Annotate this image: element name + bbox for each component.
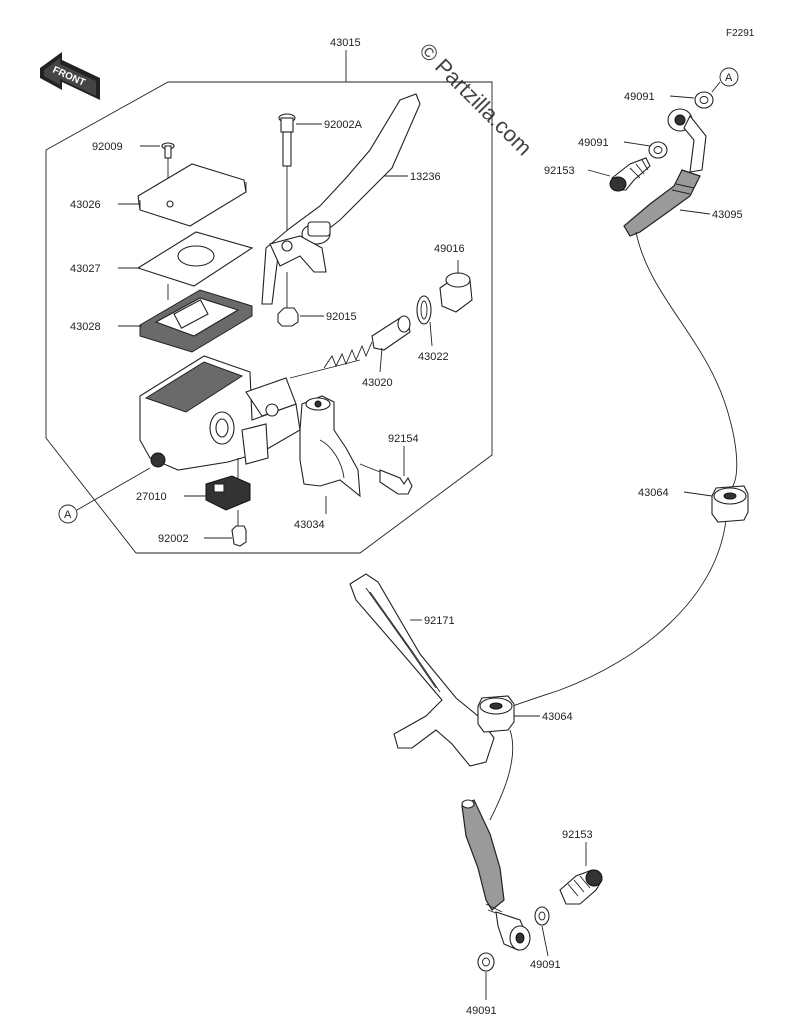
part-number-text: 43034: [294, 519, 325, 531]
diaphragm-43028: [139, 289, 253, 353]
part-number-text: 92153: [562, 829, 593, 841]
label-43022[interactable]: 43022: [418, 351, 449, 363]
part-number-text: 49016: [434, 243, 465, 255]
label-49091-lower-2[interactable]: 49091: [466, 1005, 497, 1017]
reference-marker-left: A: [58, 467, 151, 524]
part-number-text: 92009: [92, 141, 123, 153]
label-92009[interactable]: 92009: [92, 141, 160, 153]
part-number-text: 92002: [158, 533, 189, 545]
label-43015[interactable]: 43015: [330, 37, 361, 49]
lower-banjo-bolt-92153: [559, 842, 603, 905]
part-number-text: 43027: [70, 263, 101, 275]
lower-washer-49091-c: [534, 906, 550, 957]
part-number-text: 43022: [418, 351, 449, 363]
label-13236[interactable]: 13236: [384, 171, 441, 183]
part-number-text: 92002A: [324, 119, 363, 131]
reference-marker-left-text: A: [64, 509, 72, 521]
label-43095[interactable]: 43095: [712, 209, 743, 221]
master-cylinder-body: [139, 355, 361, 471]
label-92153-lower[interactable]: 92153: [562, 829, 593, 841]
label-43064-lower[interactable]: 43064: [542, 711, 573, 723]
label-92002[interactable]: 92002: [158, 533, 232, 545]
lower-washer-49091-d: [477, 952, 495, 1000]
upper-banjo-bolt-92153: [609, 157, 651, 192]
part-number-text: 13236: [410, 171, 441, 183]
front-arrow-icon: FRONT: [40, 52, 100, 100]
part-number-text: 27010: [136, 491, 167, 503]
clamp-43034: [299, 395, 361, 514]
label-49091-upper-1[interactable]: 49091: [624, 91, 695, 103]
part-number-text: 43095: [712, 209, 743, 221]
brake-lever-13236: [261, 93, 421, 305]
part-number-text: 43064: [542, 711, 573, 723]
upper-washer-49091-b: [648, 141, 668, 159]
label-27010[interactable]: 27010: [136, 491, 206, 503]
boot-49016: [439, 260, 473, 313]
reference-marker-right: A: [711, 67, 739, 93]
part-number-text: 92154: [388, 433, 419, 445]
circlip-43022: [416, 295, 433, 347]
part-number-text: 43064: [638, 487, 669, 499]
part-number-text: 49091: [578, 137, 609, 149]
grommet-43064-upper: [711, 485, 749, 523]
hose-lower: [461, 799, 505, 917]
brake-switch-27010: [205, 458, 251, 511]
figure-code: F2291: [726, 28, 755, 39]
label-92171[interactable]: 92171: [424, 615, 455, 627]
label-92002A[interactable]: 92002A: [296, 119, 363, 131]
part-number-text: 92015: [326, 311, 357, 323]
nut-92015: [277, 272, 299, 327]
pivot-bolt-92002A: [278, 113, 296, 240]
label-43028[interactable]: 43028: [70, 321, 142, 333]
label-43027[interactable]: 43027: [70, 263, 140, 275]
part-number-text: 49091: [530, 959, 561, 971]
assembly-outline: [45, 50, 493, 554]
brake-hose-line: [489, 231, 738, 821]
label-43034[interactable]: 43034: [294, 519, 325, 531]
label-49091-lower-1[interactable]: 49091: [530, 959, 561, 971]
reference-marker-right-text: A: [725, 72, 733, 84]
label-43026[interactable]: 43026: [70, 199, 140, 211]
label-92154[interactable]: 92154: [388, 433, 419, 445]
plate-43027: [136, 231, 254, 300]
part-number-text: 92171: [424, 615, 455, 627]
label-92015[interactable]: 92015: [300, 311, 357, 323]
grommet-43064-lower: [477, 695, 540, 733]
label-92153-upper[interactable]: 92153: [544, 165, 611, 177]
label-49091-upper-2[interactable]: 49091: [578, 137, 651, 149]
bolt-92154: [359, 446, 413, 495]
upper-banjo-fitting: [667, 108, 707, 173]
piston-spring-43020: [323, 315, 411, 373]
label-49016[interactable]: 49016: [434, 243, 465, 255]
part-number-text: 49091: [624, 91, 655, 103]
hose-43095-upper: [623, 169, 711, 237]
lower-banjo-fitting: [495, 911, 531, 951]
watermark-text: © Partzilla.com: [414, 38, 537, 161]
bracket-92171: [349, 573, 495, 767]
label-43064-upper[interactable]: 43064: [638, 487, 713, 499]
part-number-text: 43028: [70, 321, 101, 333]
screw-92002: [231, 510, 247, 547]
part-number-text: 49091: [466, 1005, 497, 1017]
part-number-text: 43026: [70, 199, 101, 211]
reservoir-cap-43026: [137, 163, 247, 227]
upper-washer-49091-a: [694, 91, 714, 109]
label-43020[interactable]: 43020: [362, 377, 393, 389]
part-number-text: 43020: [362, 377, 393, 389]
part-number-text: 43015: [330, 37, 361, 49]
part-number-text: 92153: [544, 165, 575, 177]
